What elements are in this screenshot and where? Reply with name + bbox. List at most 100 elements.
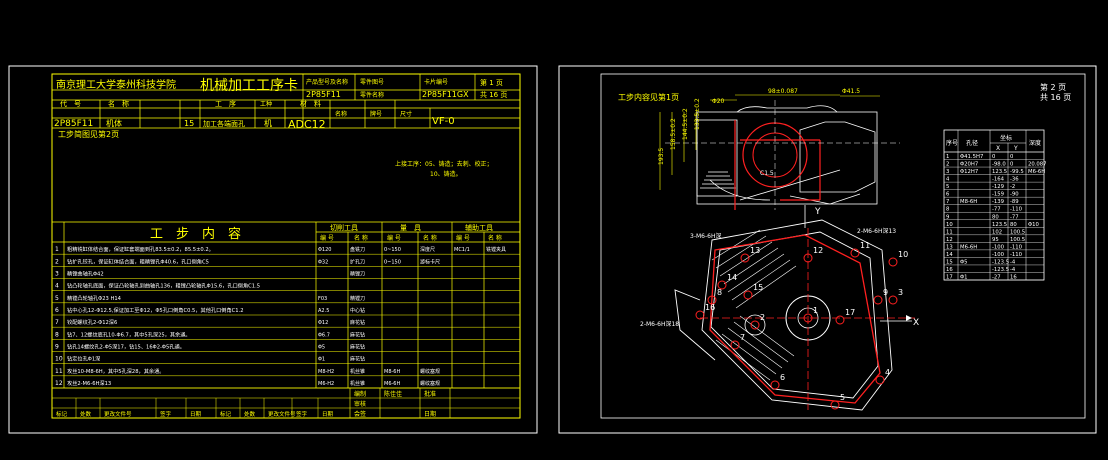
step-tool-cell: 中心钻	[350, 307, 365, 314]
callout-2m6-top: 2-M6-6H深13	[857, 227, 896, 235]
hole-number-label: 6	[780, 373, 785, 382]
coordinate-cell: 13	[946, 244, 953, 250]
tool-sub-name-3: 名 称	[488, 234, 502, 242]
table-header-index: 序号	[946, 139, 958, 147]
coordinate-cell: -139	[992, 199, 1004, 205]
step-number: 7	[55, 319, 59, 326]
hole-number-label: 1	[813, 306, 818, 315]
coordinate-cell: 0	[1010, 162, 1014, 168]
coordinate-cell: Φ10	[1028, 222, 1040, 228]
coordinate-cell: 123.5	[992, 222, 1007, 228]
right-drawing-frame	[600, 73, 1086, 419]
step-tool-cell: 机丝锥	[350, 368, 365, 375]
left-sheet-border	[8, 65, 538, 434]
hole-number-label: 3	[898, 288, 903, 297]
footer-countersign-label: 会签	[354, 410, 366, 418]
step-tool-cell: 扩孔刀	[350, 258, 365, 265]
card-title: 机械加工工序卡	[200, 78, 298, 94]
step-text: 精镗曲轴孔Φ42	[67, 270, 104, 278]
coordinate-cell: 6	[946, 192, 950, 198]
step-tool-cell: M6-H2	[318, 381, 334, 387]
header-product-model-label: 产品型号及名称	[306, 78, 348, 86]
hole-marker	[873, 295, 883, 305]
coordinate-cell: 80	[1010, 222, 1017, 228]
dim-phi41: Φ41.5	[842, 88, 860, 95]
material-name-label: 名称	[335, 110, 347, 118]
step-tool-cell: Φ12	[318, 320, 328, 326]
hole-marker	[830, 400, 840, 410]
step-number: 9	[55, 344, 59, 351]
tool-sub-code-2: 编 号	[387, 234, 401, 242]
workshop-value: 机	[264, 118, 272, 128]
hole-number-label: 9	[883, 288, 888, 297]
step-tool-cell: M8-6H	[384, 369, 400, 375]
coordinate-cell: -110	[1010, 207, 1023, 213]
coordinate-cell: 20.087	[1028, 162, 1047, 168]
process-column-label: 工 序	[215, 99, 236, 108]
footer-labels: 标记处数更改文件号签字日期标记处数更改文件号签字日期	[56, 398, 334, 418]
left-process-card: 南京理工大学泰州科技学院 机械加工工序卡 产品型号及名称 零件图号 零件名称 卡…	[8, 65, 538, 434]
step-tool-cell: 游标卡尺	[420, 258, 440, 265]
code-column-label: 代 号	[60, 99, 81, 108]
tool-group-cutting: 切削工具	[330, 223, 358, 232]
coordinate-cell: -129	[992, 184, 1004, 190]
coordinate-cell: 8	[946, 207, 950, 213]
coordinate-cell: 123.5	[992, 169, 1007, 175]
coordinate-cell: 95	[992, 237, 999, 243]
step-tool-cell: 深度尺	[420, 246, 435, 253]
table-header-coord: 坐标	[1000, 134, 1012, 142]
coordinate-cell: 16	[946, 267, 953, 273]
axis-x-label: X	[913, 318, 919, 328]
footer-label: 日期	[190, 411, 202, 418]
hole-number-label: 7	[740, 333, 745, 342]
step-tool-cell: A2.5	[318, 308, 329, 314]
step-number: 11	[55, 368, 63, 375]
coordinate-cell: -159	[992, 192, 1004, 198]
step-tool-cell: F03	[318, 296, 327, 302]
footer-label: 标记	[220, 410, 232, 418]
coordinate-cell: 100.5	[1010, 229, 1025, 235]
step-tool-cell: Φ6.7	[318, 332, 330, 338]
hole-marker	[888, 257, 898, 267]
coordinate-cell: 16	[1010, 275, 1017, 281]
step-tool-cell: 螺纹塞规	[420, 380, 440, 387]
step-tool-cell: 精镗刀	[350, 271, 365, 278]
step-number: 10	[55, 356, 63, 363]
hole-number-label: 11	[860, 241, 870, 250]
coordinate-cell: M8-6H	[960, 199, 977, 205]
hole-marker	[835, 315, 845, 325]
coordinate-cell: 17	[946, 275, 953, 281]
step-text: 攻丝2-M6-6H深13	[67, 379, 111, 387]
footer-label: 处数	[244, 410, 256, 418]
coordinate-cell: 9	[946, 214, 949, 220]
callout-2m6-side: 2-M6-6H深18	[640, 320, 679, 328]
hole-marker	[730, 340, 740, 350]
hole-number-label: 17	[845, 308, 855, 317]
step-tool-cell: 麻花钻	[350, 319, 365, 326]
coordinate-cell: 11	[946, 229, 953, 235]
footer-compiled-label: 编制	[354, 390, 366, 398]
hole-marker	[875, 375, 885, 385]
coordinate-cell: 0	[1010, 154, 1014, 160]
hole-marker	[850, 248, 860, 258]
hole-marker	[707, 295, 717, 305]
coordinate-cell: M6-6H	[960, 244, 977, 250]
hole-marker	[750, 320, 760, 330]
coordinate-cell: 4	[946, 177, 950, 183]
callout-3m6: 3-M6-6H深	[690, 232, 721, 240]
footer-reviewed-label: 审核	[354, 400, 366, 408]
material-column-label: 材 料	[300, 99, 321, 108]
material-grade-label: 牌号	[370, 110, 382, 118]
hole-number-label: 13	[750, 246, 760, 255]
footer-label: 标记	[56, 410, 68, 418]
coordinate-cell: -4	[1010, 267, 1016, 273]
tool-sub-code-1: 编 号	[320, 234, 334, 242]
dim-193: 193.5	[658, 148, 665, 165]
step-tool-cell: Φ32	[318, 259, 328, 265]
tool-sub-code-3: 编 号	[456, 234, 470, 242]
